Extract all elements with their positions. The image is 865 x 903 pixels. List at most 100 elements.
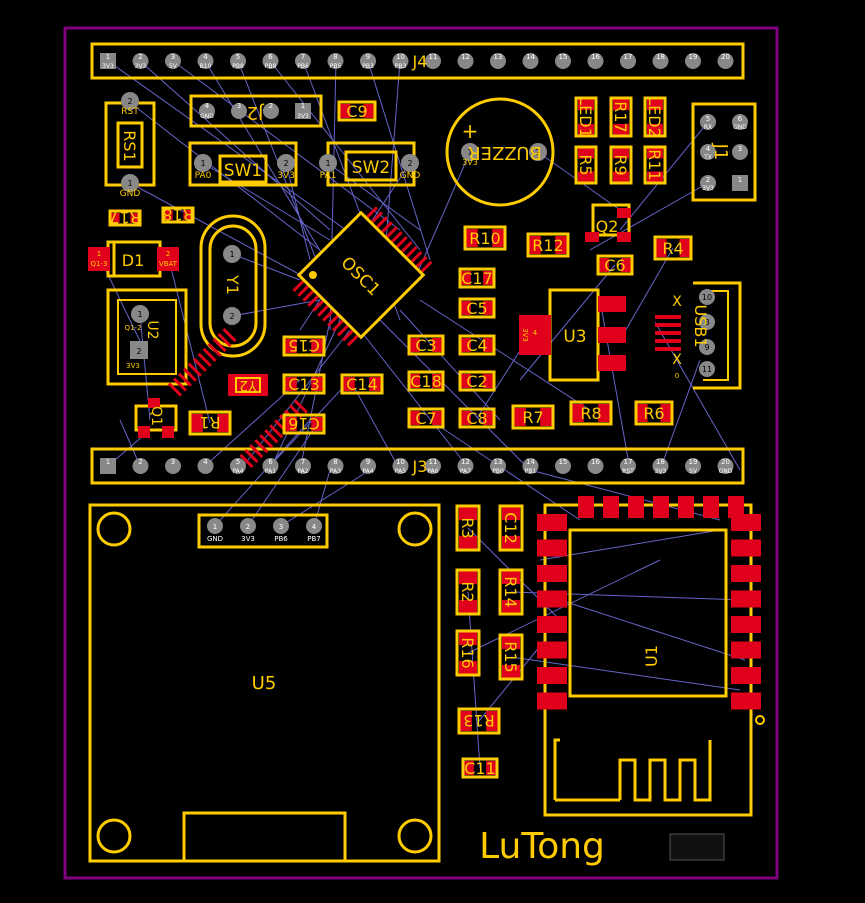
svg-text:PB1: PB1 xyxy=(525,468,537,475)
svg-text:1: 1 xyxy=(229,250,234,259)
svg-text:R18: R18 xyxy=(162,205,193,224)
header-pin: 16 xyxy=(587,53,604,69)
svg-text:U3: U3 xyxy=(563,327,586,347)
svg-text:1: 1 xyxy=(301,102,305,110)
svg-text:3V3: 3V3 xyxy=(126,362,140,370)
svg-text:3: 3 xyxy=(237,102,241,110)
svg-text:PA3: PA3 xyxy=(330,468,341,475)
svg-text:9: 9 xyxy=(704,343,709,352)
svg-text:3: 3 xyxy=(279,523,283,531)
svg-text:RST: RST xyxy=(622,468,634,475)
svg-text:4: 4 xyxy=(312,523,317,531)
svg-text:GND: GND xyxy=(200,113,214,120)
svg-text:18: 18 xyxy=(656,458,665,466)
part-c7: C7 xyxy=(407,407,445,429)
svg-text:18: 18 xyxy=(656,53,665,61)
svg-text:R16: R16 xyxy=(458,637,477,668)
part-c2: C2 xyxy=(458,370,496,392)
header-pin: 19 xyxy=(685,53,701,69)
svg-text:Q2: Q2 xyxy=(596,217,619,236)
svg-text:2: 2 xyxy=(535,148,540,157)
part-r15b: R15 xyxy=(498,633,524,681)
header-pin: 17 xyxy=(620,53,636,69)
svg-text:RST: RST xyxy=(121,107,139,117)
svg-text:C15: C15 xyxy=(288,336,320,355)
svg-text:X: X xyxy=(672,294,682,310)
part-c3: C3 xyxy=(407,334,445,356)
svg-text:PA2: PA2 xyxy=(297,468,308,475)
part-c12: C12 xyxy=(498,504,524,552)
svg-text:5V: 5V xyxy=(169,63,178,70)
svg-text:Q1-3: Q1-3 xyxy=(91,260,108,268)
svg-text:PB3: PB3 xyxy=(362,63,374,70)
svg-text:1: 1 xyxy=(127,179,132,188)
svg-text:GND: GND xyxy=(207,535,223,543)
svg-text:R8: R8 xyxy=(580,404,601,423)
svg-text:2: 2 xyxy=(706,176,710,184)
svg-text:6: 6 xyxy=(268,458,273,466)
svg-text:7: 7 xyxy=(301,53,305,61)
svg-text:12: 12 xyxy=(461,53,470,61)
svg-text:2: 2 xyxy=(127,97,132,106)
svg-text:X: X xyxy=(672,352,682,368)
svg-text:3: 3 xyxy=(738,145,742,153)
svg-text:C18: C18 xyxy=(410,372,442,391)
svg-text:19: 19 xyxy=(689,53,698,61)
svg-text:B10: B10 xyxy=(200,63,212,70)
svg-text:RX: RX xyxy=(704,124,712,131)
svg-text:R5: R5 xyxy=(576,154,595,175)
part-c6: C6 xyxy=(596,254,634,276)
svg-text:11: 11 xyxy=(702,365,712,374)
svg-text:4: 4 xyxy=(706,145,711,153)
svg-text:3V3: 3V3 xyxy=(135,63,147,70)
part-c14: C14 xyxy=(340,373,384,395)
part-c9: C9 xyxy=(337,100,377,122)
svg-text:13: 13 xyxy=(494,53,503,61)
svg-text:PB6: PB6 xyxy=(297,63,309,70)
svg-text:GND: GND xyxy=(120,189,141,199)
header-pin: 35V xyxy=(165,53,181,70)
svg-text:9: 9 xyxy=(366,458,370,466)
header-pin: 1 xyxy=(100,458,116,474)
part-c4: C4 xyxy=(458,334,496,356)
part-r16: R18 xyxy=(161,205,195,224)
svg-text:R7: R7 xyxy=(522,408,543,427)
regulator-u2: 1 Q1-2 2 3V3 U2 xyxy=(106,288,188,386)
svg-text:PB3: PB3 xyxy=(395,63,407,70)
svg-text:9: 9 xyxy=(366,53,370,61)
wifi-module-u1: U1 xyxy=(537,496,765,817)
svg-text:R6: R6 xyxy=(643,404,664,423)
svg-text:3V3: 3V3 xyxy=(102,63,114,70)
svg-text:PA4: PA4 xyxy=(232,468,243,475)
svg-text:3V3: 3V3 xyxy=(521,328,529,342)
svg-text:GND: GND xyxy=(733,124,747,131)
svg-text:3V3: 3V3 xyxy=(277,171,295,181)
svg-text:R15: R15 xyxy=(501,641,520,672)
svg-text:C4: C4 xyxy=(466,336,487,355)
svg-text:BUZZER: BUZZER xyxy=(468,142,542,163)
part-r5: R5 xyxy=(574,145,598,185)
svg-text:Q1-2: Q1-2 xyxy=(125,324,142,332)
svg-text:C12: C12 xyxy=(501,512,520,544)
svg-text:3V3: 3V3 xyxy=(462,158,478,167)
svg-text:R1: R1 xyxy=(199,413,220,432)
svg-text:VBAT: VBAT xyxy=(159,260,178,268)
svg-text:1: 1 xyxy=(467,148,472,157)
svg-text:5: 5 xyxy=(236,458,240,466)
svg-text:PB0: PB0 xyxy=(492,468,504,475)
header-pin: 20 xyxy=(717,53,734,69)
svg-text:TX: TX xyxy=(703,154,712,161)
